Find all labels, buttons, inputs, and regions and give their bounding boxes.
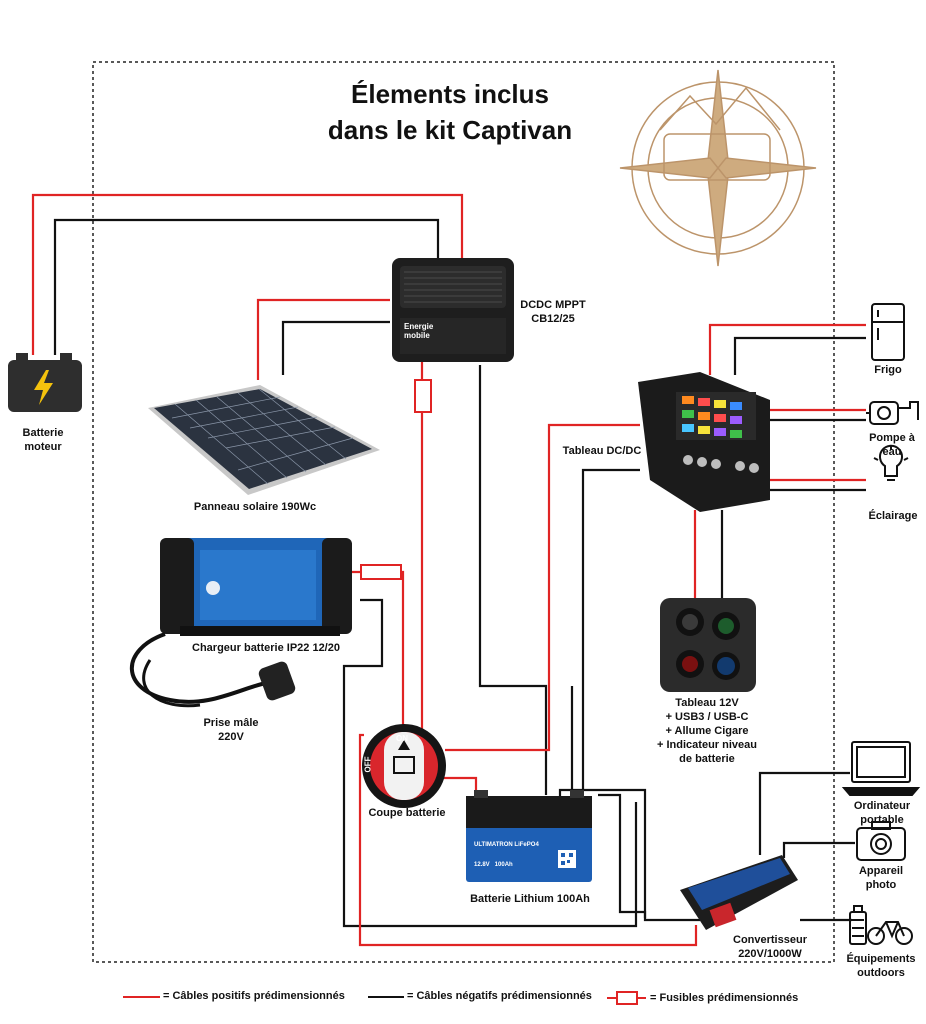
label-appareil-1: Appareil	[858, 865, 903, 877]
label-equipements-2: outdoors	[857, 967, 905, 979]
label-panneau: Panneau solaire 190Wc	[193, 501, 317, 513]
kit-boundary	[92, 61, 835, 963]
eclairage-icon	[873, 444, 909, 481]
frigo-icon	[871, 303, 905, 361]
cable-conv-ordinateur	[758, 771, 850, 855]
label-tableau-12v-3: + Allume Cigare	[665, 725, 749, 737]
fuse-chargeur	[360, 564, 402, 580]
batterie-lithium	[466, 790, 592, 882]
label-convertisseur-2: 220V/1000W	[738, 948, 802, 960]
label-tableau-12v-2: + USB3 / USB-C	[665, 711, 749, 723]
cable-pos-frigo	[708, 323, 866, 375]
battery-spec-text: 12.8V 100Ah	[474, 862, 513, 868]
label-coupe: Coupe batterie	[368, 807, 446, 819]
label-batterie-lithium: Batterie Lithium 100Ah	[470, 893, 590, 905]
chargeur-device	[129, 538, 352, 708]
dcdc-device	[392, 258, 514, 362]
title-line-1: Élements inclus	[351, 79, 549, 109]
title-line-2: dans le kit Captivan	[327, 115, 573, 145]
legend-positive: = Câbles positifs prédimensionnés	[163, 990, 345, 1002]
appareil-photo-icon	[856, 821, 906, 861]
label-appareil: Appareil photo	[846, 864, 916, 892]
label-pompe: Pompe à eau	[862, 431, 922, 459]
label-equipements: Équipements outdoors	[840, 952, 922, 980]
label-batterie-moteur-2: moteur	[24, 441, 62, 453]
cable-neg-moteur-dcdc	[53, 218, 440, 355]
label-ordinateur-2: portable	[860, 814, 904, 826]
cable-neg-batterie-convertisseur-2	[558, 788, 647, 918]
label-prise: Prise mâle 220V	[196, 716, 266, 744]
legend-negative: = Câbles négatifs prédimensionnés	[407, 990, 592, 1002]
fuse-dcdc	[414, 379, 432, 413]
cable-neg-frigo	[733, 336, 866, 375]
label-batterie-moteur: Batterie moteur	[14, 426, 72, 454]
label-tableau-12v-5: de batterie	[679, 753, 735, 765]
label-frigo: Frigo	[874, 364, 902, 376]
label-ordinateur-1: Ordinateur	[853, 800, 911, 812]
label-appareil-2: photo	[865, 879, 897, 891]
label-prise-2: 220V	[218, 731, 244, 743]
label-pompe-1: Pompe à	[869, 432, 915, 444]
ordinateur-icon	[841, 741, 921, 796]
label-dcdc-2: CB12/25	[531, 313, 575, 325]
label-tableau-12v-4: + Indicateur niveau	[657, 739, 757, 751]
label-prise-1: Prise mâle	[203, 717, 259, 729]
cable-neg-dcdc-batterie	[478, 365, 548, 795]
label-dcdc: DCDC MPPT CB12/25	[518, 298, 588, 326]
convertisseur-device	[680, 855, 798, 930]
label-convertisseur-1: Convertisseur	[733, 934, 807, 946]
cable-pos-chargeur-coupe	[352, 570, 405, 735]
coupe-on-text: ON	[396, 734, 408, 743]
solar-panel	[148, 385, 380, 495]
coupe-off-text: OFF	[363, 756, 373, 773]
tableau-dc-fusebox	[638, 372, 770, 512]
cable-neg-tableau-batterie	[581, 468, 640, 790]
dcdc-brand-line-2: mobile	[404, 331, 430, 340]
tableau-12v-panel	[660, 598, 756, 692]
dcdc-brand-line-1: Energie	[404, 322, 434, 331]
label-equipements-1: Équipements	[846, 953, 916, 965]
dcdc-brand: Energie mobile	[404, 322, 433, 340]
cable-neg-panneau-dcdc	[281, 320, 390, 375]
label-convertisseur: Convertisseur 220V/1000W	[728, 933, 812, 961]
label-tableau-12v-1: Tableau 12V	[675, 697, 739, 709]
cable-pos-panneau-dcdc	[256, 298, 390, 380]
batterie-moteur-icon	[8, 353, 82, 412]
label-pompe-2: eau	[882, 446, 902, 458]
label-eclairage: Éclairage	[868, 510, 918, 522]
battery-brand-text: ULTIMATRON LiFePO4	[474, 842, 539, 848]
label-chargeur: Chargeur batterie IP22 12/20	[192, 642, 340, 654]
diagram-title: Élements inclus dans le kit Captivan	[300, 76, 600, 148]
cable-pos-coupe-tableau	[445, 423, 640, 752]
pompe-icon	[866, 401, 919, 425]
label-tableau-dcdc: Tableau DC/DC	[562, 445, 642, 457]
label-tableau-12v: Tableau 12V + USB3 / USB-C + Allume Ciga…	[640, 696, 774, 766]
label-ordinateur: Ordinateur portable	[846, 799, 918, 827]
label-dcdc-1: DCDC MPPT	[520, 299, 586, 311]
cable-conv-appareil	[782, 841, 855, 858]
captivan-logo	[619, 69, 817, 267]
legend-fuse: = Fusibles prédimensionnés	[650, 992, 799, 1004]
cable-pos-moteur-dcdc	[31, 193, 464, 355]
coupe-batterie-switch	[362, 724, 446, 808]
legend-fuse-symbol	[607, 991, 646, 1005]
cable-neg-batterie-convertisseur	[598, 793, 700, 922]
equipements-outdoors-icon	[849, 905, 913, 945]
label-batterie-moteur-1: Batterie	[22, 427, 64, 439]
cable-pos-coupe-convertisseur	[358, 733, 698, 947]
cable-neg-chargeur-bottom	[342, 598, 638, 928]
